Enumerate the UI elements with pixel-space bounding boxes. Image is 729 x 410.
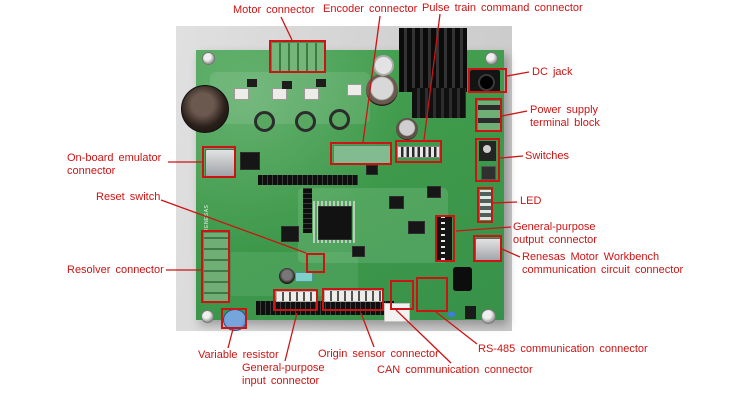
label-motor-connector: Motor connector xyxy=(233,4,315,16)
transistor xyxy=(316,79,326,87)
label-pulse-train-command-connector: Pulse train command connector xyxy=(422,2,583,14)
electrolytic-capacitor xyxy=(181,85,229,133)
label-dc-jack: DC jack xyxy=(532,66,573,78)
origin-sensor-part xyxy=(324,290,384,302)
mcu-chip xyxy=(318,206,352,240)
resistor xyxy=(234,88,249,100)
transistor xyxy=(247,79,257,87)
label-reset-switch: Reset switch xyxy=(96,191,161,203)
corner-screw xyxy=(485,52,498,65)
blue-led xyxy=(448,312,455,317)
electrolytic-capacitor xyxy=(366,74,398,106)
heatsink xyxy=(399,28,467,92)
push-switch-part xyxy=(481,166,496,180)
resistor xyxy=(304,88,319,100)
ic-chip xyxy=(240,152,260,170)
small-capacitor xyxy=(279,268,295,284)
ic-chip xyxy=(427,186,441,198)
corner-screw xyxy=(202,52,215,65)
label-variable-resistor: Variable resistor xyxy=(198,349,279,361)
label-resolver-connector: Resolver connector xyxy=(67,264,164,276)
pulse-train-connector-part xyxy=(397,146,442,158)
workbench-usb-part xyxy=(475,238,502,262)
variable-resistor-part xyxy=(223,309,247,331)
mounting-pad xyxy=(329,109,350,130)
ic-chip xyxy=(389,196,404,209)
heatsink xyxy=(412,88,466,118)
dc-jack-hole xyxy=(478,74,495,91)
corner-screw xyxy=(201,310,214,323)
pin-header xyxy=(303,188,312,233)
leader-variable-resistor xyxy=(227,328,234,349)
resolver-connector-part xyxy=(203,232,231,304)
can-connector-part xyxy=(384,303,410,322)
emulator-usb-part xyxy=(205,149,235,177)
electrolytic-capacitor xyxy=(396,118,418,140)
renesas-silkscreen-text: RENESAS xyxy=(204,204,210,232)
resistor xyxy=(347,84,362,96)
mounting-pad xyxy=(254,111,275,132)
label-switches: Switches xyxy=(525,150,570,162)
ceramic-component xyxy=(295,272,313,282)
label-rs-485-communication-connector: RS-485 communication connector xyxy=(478,343,648,355)
ic-chip xyxy=(408,221,425,234)
transistor xyxy=(282,81,292,89)
pin-header xyxy=(258,175,358,185)
ic-chip xyxy=(281,226,299,242)
motor-connector-part xyxy=(271,42,326,73)
led-row-part xyxy=(480,190,491,220)
mounting-pad xyxy=(295,111,316,132)
output-connector-part xyxy=(437,217,452,260)
power-terminal-part xyxy=(477,100,503,132)
corner-screw xyxy=(481,309,496,324)
resistor xyxy=(272,88,287,100)
small-button-part xyxy=(465,306,476,319)
pin-header xyxy=(256,301,394,315)
ic-chip xyxy=(352,246,365,257)
relay-component xyxy=(453,267,472,291)
round-component xyxy=(373,55,394,76)
input-connector-part xyxy=(276,291,318,302)
toggle-switch-knob xyxy=(483,145,491,153)
encoder-connector-part xyxy=(333,145,391,164)
ic-chip xyxy=(366,165,378,175)
label-origin-sensor-connector: Origin sensor connector xyxy=(318,348,439,360)
label-encoder-connector: Encoder connector xyxy=(323,3,418,15)
label-can-communication-connector: CAN communication connector xyxy=(377,364,533,376)
label-led: LED xyxy=(520,195,542,207)
